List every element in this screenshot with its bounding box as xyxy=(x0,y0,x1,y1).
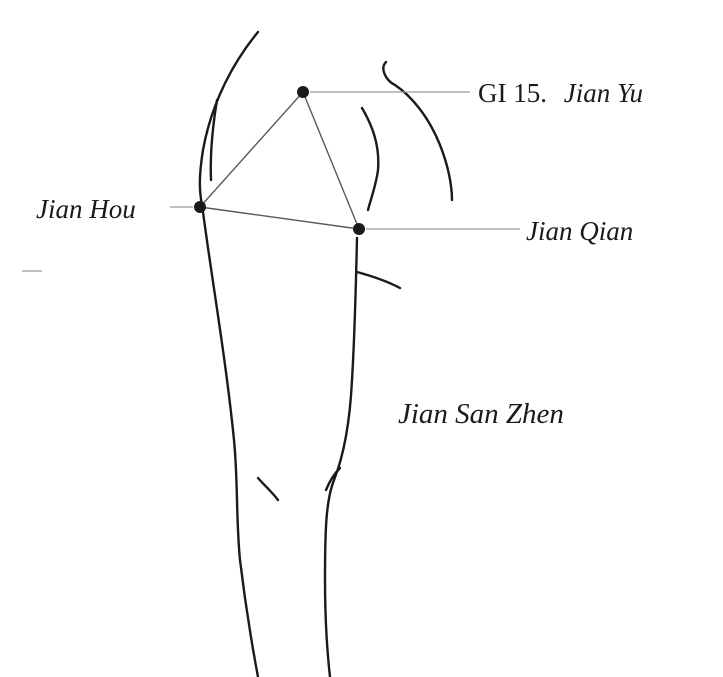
back-contour xyxy=(200,32,258,205)
elbow-crease-inner xyxy=(326,468,340,490)
acupoints xyxy=(194,86,365,235)
chest-contour xyxy=(383,62,452,200)
jian-yu-name: Jian Yu xyxy=(564,78,643,108)
armpit-crease xyxy=(357,272,400,288)
point-jian-hou xyxy=(194,201,206,213)
point-jian-qian xyxy=(353,223,365,235)
triangle-edge-hou-qian xyxy=(200,207,359,229)
arm-anterior-contour xyxy=(325,238,357,677)
elbow-crease xyxy=(258,478,278,500)
triangle-edge-yu-qian xyxy=(303,92,359,229)
jian-yu-label: GI 15. Jian Yu xyxy=(478,78,643,108)
arm-posterior-contour xyxy=(203,212,258,677)
deltoid-line xyxy=(362,108,378,210)
jian-hou-label: Jian Hou xyxy=(36,194,136,224)
leader-lines xyxy=(22,92,520,271)
group-label: Jian San Zhen xyxy=(398,398,564,430)
arm-outline xyxy=(200,32,452,677)
jian-qian-label: Jian Qian xyxy=(526,216,633,246)
point-triangle xyxy=(200,92,359,229)
jian-yu-code: GI 15. xyxy=(478,78,547,108)
labels: GI 15. Jian Yu Jian Hou Jian Qian Jian S… xyxy=(36,78,643,430)
point-jian-yu xyxy=(297,86,309,98)
